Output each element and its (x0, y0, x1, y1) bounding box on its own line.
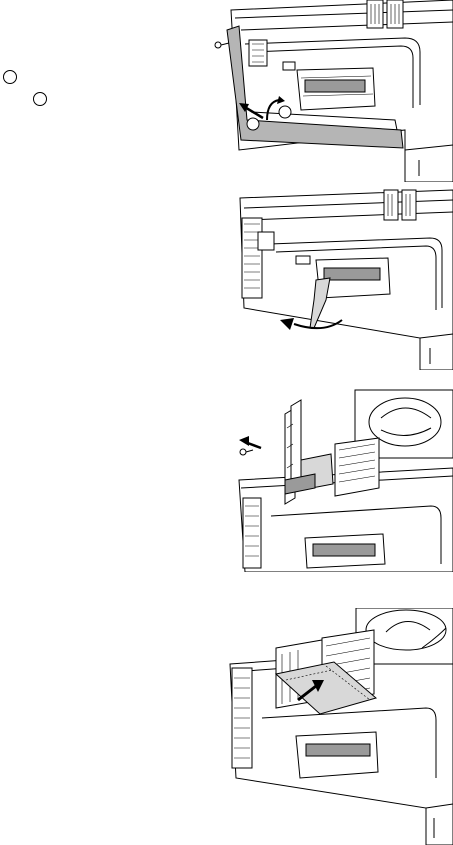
callout-circle-2 (33, 92, 47, 106)
callout-circle-4 (279, 106, 291, 118)
screw-icon (215, 42, 229, 48)
callout-circle-1 (3, 70, 17, 84)
screw-icon (240, 449, 253, 455)
figure-remove-expansion-card (235, 388, 453, 572)
pci-slot-group (335, 438, 379, 496)
callout-circle-3 (247, 118, 259, 130)
figure-remove-side-bracket (205, 0, 453, 182)
figure-insert-card-into-slot (226, 608, 453, 845)
figure-pull-retaining-lever (234, 188, 453, 370)
